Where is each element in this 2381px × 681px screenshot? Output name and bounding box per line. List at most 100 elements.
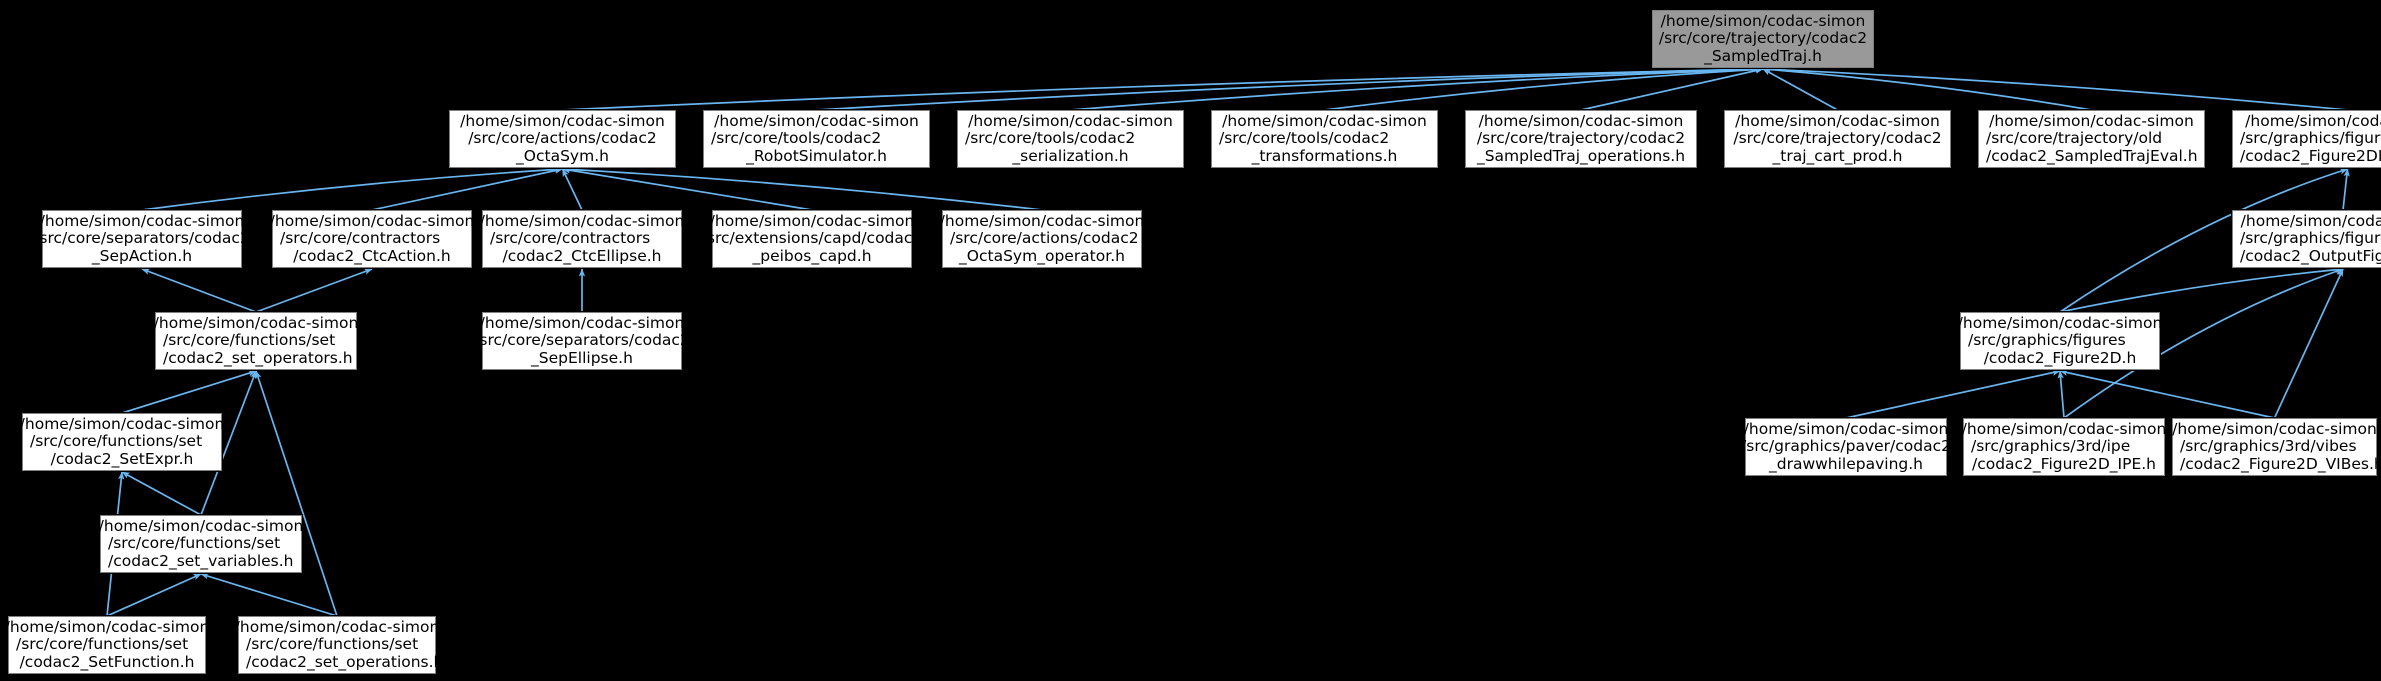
- graph-edge: [371, 167, 563, 211]
- graph-node-line: /src/graphics/figures: [2240, 129, 2381, 148]
- graph-node-line: /codac2_set_operations.h: [246, 652, 444, 671]
- graph-node-ctcellipse[interactable]: /home/simon/codac-simon/src/core/contrac…: [479, 209, 685, 269]
- graph-node-outputfigure2d[interactable]: /home/simon/codac-simon/src/graphics/fig…: [2231, 209, 2381, 269]
- graph-edge: [255, 370, 338, 617]
- graph-node-line: /home/simon/codac-simon: [1478, 111, 1684, 130]
- graph-node-line: /home/simon/codac-simon: [153, 313, 359, 332]
- graph-edge: [1845, 369, 2061, 419]
- graph-node-line: /codac2_set_operators.h: [163, 348, 353, 367]
- graph-node-line: /src/core/tools/codac2: [711, 129, 882, 148]
- graph-edge: [1324, 66, 1764, 111]
- graph-node-traj_cart_prod[interactable]: /home/simon/codac-simon/src/core/traject…: [1723, 109, 1952, 169]
- graph-node-line: /home/simon/codac-simon: [479, 313, 685, 332]
- graph-node-sampledtraj_operations[interactable]: /home/simon/codac-simon/src/core/traject…: [1464, 109, 1698, 169]
- graph-node-figure2dinterface[interactable]: /home/simon/codac-simon/src/graphics/fig…: [2231, 109, 2381, 169]
- graph-node-line: /src/core/actions/codac2: [950, 229, 1139, 248]
- graph-node-line: /home/simon/codac-simon: [479, 211, 685, 230]
- graph-edge: [200, 573, 338, 617]
- graph-node-line: _RobotSimulator.h: [746, 146, 887, 165]
- graph-node-line: /codac2_Figure2DInterface.h: [2240, 146, 2381, 165]
- graph-edge: [2342, 168, 2350, 211]
- graph-node-line: _peibos_capd.h: [752, 246, 872, 265]
- graph-node-sepellipse[interactable]: /home/simon/codac-simon/src/core/separat…: [474, 311, 690, 371]
- graph-node-line: /home/simon/codac-simon: [1222, 111, 1427, 130]
- graph-node-setfunction[interactable]: /home/simon/codac-simon/src/core/functio…: [5, 615, 209, 675]
- graph-node-line: /home/simon/codac-simon: [1961, 419, 2167, 438]
- graph-node-set_operators[interactable]: /home/simon/codac-simon/src/core/functio…: [153, 311, 359, 371]
- graph-node-line: /codac2_SetExpr.h: [50, 449, 194, 468]
- graph-node-line: /home/simon/codac-simon: [2245, 111, 2381, 130]
- graph-node-line: /src/extensions/capd/codac2: [701, 229, 923, 248]
- graph-node-line: /src/graphics/figures: [2240, 229, 2381, 248]
- graph-node-line: /src/core/functions/set: [30, 432, 203, 451]
- graph-node-line: /home/simon/codac-simon: [1735, 111, 1940, 130]
- graph-node-figure2d[interactable]: /home/simon/codac-simon/src/graphics/fig…: [1957, 311, 2163, 371]
- graph-node-sampledtrajeval[interactable]: /home/simon/codac-simon/src/core/traject…: [1977, 109, 2206, 169]
- graph-node-line: /codac2_Figure2D.h: [1983, 348, 2137, 367]
- graph-node-line: /src/core/trajectory/codac2: [1476, 129, 1686, 148]
- graph-node-sampledtraj[interactable]: /home/simon/codac-simon/src/core/traject…: [1651, 9, 1875, 69]
- graph-node-set_operations[interactable]: /home/simon/codac-simon/src/core/functio…: [235, 615, 443, 675]
- graph-node-line: /src/core/tools/codac2: [1219, 129, 1390, 148]
- graph-node-transformations[interactable]: /home/simon/codac-simon/src/core/tools/c…: [1210, 109, 1439, 169]
- graph-node-line: /home/simon/codac-simon: [709, 211, 915, 230]
- graph-node-line: _OctaSym.h: [516, 146, 609, 165]
- graph-node-line: _SampledTraj.h: [1704, 46, 1822, 65]
- graph-node-setexpr[interactable]: /home/simon/codac-simon/src/core/functio…: [19, 412, 225, 472]
- graph-node-line: /codac2_CtcAction.h: [293, 246, 451, 265]
- graph-edge: [121, 370, 257, 414]
- graph-node-line: /codac2_Figure2D_VIBes.h: [2180, 454, 2381, 473]
- graph-node-line: /codac2_SetFunction.h: [19, 652, 195, 671]
- graph-node-line: _drawwhilepaving.h: [1768, 454, 1924, 473]
- graph-node-figure2d_ipe[interactable]: /home/simon/codac-simon/src/graphics/3rd…: [1961, 417, 2167, 477]
- graph-node-line: /src/core/contractors: [490, 229, 651, 248]
- graph-node-line: _SepEllipse.h: [531, 348, 633, 367]
- graph-node-line: /home/simon/codac-simon: [460, 111, 665, 130]
- graph-node-line: /src/graphics/figures: [1968, 331, 2126, 350]
- graph-node-peibos_capd[interactable]: /home/simon/codac-simon/src/extensions/c…: [702, 209, 922, 269]
- graph-node-figure2d_vibes[interactable]: /home/simon/codac-simon/src/graphics/3rd…: [2171, 417, 2381, 477]
- graph-node-set_variables[interactable]: /home/simon/codac-simon/src/core/functio…: [98, 514, 304, 574]
- graph-node-line: /home/simon/codac-simon: [1957, 313, 2163, 332]
- graph-node-line: /codac2_SampledTrajEval.h: [1986, 146, 2198, 165]
- graph-edge: [562, 167, 813, 211]
- graph-edge: [561, 168, 583, 211]
- graph-node-line: /src/core/separators/codac2: [34, 229, 250, 248]
- graph-edge: [562, 65, 1764, 111]
- graph-node-line: /src/graphics/3rd/ipe: [1971, 437, 2131, 456]
- graph-node-line: _SepAction.h: [91, 246, 193, 265]
- graph-node-line: /home/simon/codac-simon: [1743, 419, 1949, 438]
- graph-node-line: /home/simon/codac-simon: [98, 516, 304, 535]
- graph-edge: [2057, 370, 2065, 419]
- graph-node-line: _OctaSym_operator.h: [959, 246, 1125, 265]
- graph-edge: [1580, 67, 1764, 111]
- graph-node-line: /home/simon/codac-simon: [234, 617, 440, 636]
- graph-node-line: /home/simon/codac-simon: [1989, 111, 2194, 130]
- graph-node-line: /src/core/trajectory/old: [1986, 129, 2163, 148]
- graph-node-robotsimulator[interactable]: /home/simon/codac-simon/src/core/tools/c…: [702, 109, 931, 169]
- graph-edge: [562, 166, 1043, 211]
- graph-node-line: /codac2_CtcEllipse.h: [502, 246, 662, 265]
- graph-node-line: /src/graphics/paver/codac2: [1741, 437, 1951, 456]
- graph-node-line: /src/core/separators/codac2: [474, 331, 690, 350]
- graph-node-drawwhilepaving[interactable]: /home/simon/codac-simon/src/graphics/pav…: [1741, 417, 1951, 477]
- graph-node-serialization[interactable]: /home/simon/codac-simon/src/core/tools/c…: [956, 109, 1185, 169]
- graph-node-octasym[interactable]: /home/simon/codac-simon/src/core/actions…: [448, 109, 677, 169]
- graph-node-line: /home/simon/codac-simon: [19, 414, 225, 433]
- graph-node-line: /src/core/functions/set: [246, 635, 419, 654]
- graph-node-line: /src/core/tools/codac2: [965, 129, 1136, 148]
- graph-node-line: /home/simon/codac-simon: [39, 211, 245, 230]
- graph-node-line: /home/simon/codac-simon: [2172, 419, 2377, 438]
- graph-node-line: /home/simon/codac-simon: [269, 211, 475, 230]
- graph-node-line: /src/graphics/3rd/vibes: [2180, 437, 2357, 456]
- graph-edge: [2059, 266, 2344, 313]
- graph-edge: [141, 166, 563, 211]
- graph-node-octasym_operator[interactable]: /home/simon/codac-simon/src/core/actions…: [940, 209, 1144, 269]
- graph-node-line: /codac2_OutputFigure2D.h: [2240, 246, 2381, 265]
- graph-node-sepaction[interactable]: /home/simon/codac-simon/src/core/separat…: [34, 209, 250, 269]
- graph-node-line: _transformations.h: [1251, 146, 1398, 165]
- graph-node-line: _serialization.h: [1012, 146, 1129, 165]
- graph-node-ctcaction[interactable]: /home/simon/codac-simon/src/core/contrac…: [269, 209, 475, 269]
- graph-node-line: /codac2_Figure2D_IPE.h: [1971, 454, 2157, 473]
- graph-node-line: /home/simon/codac-simon: [1660, 11, 1866, 30]
